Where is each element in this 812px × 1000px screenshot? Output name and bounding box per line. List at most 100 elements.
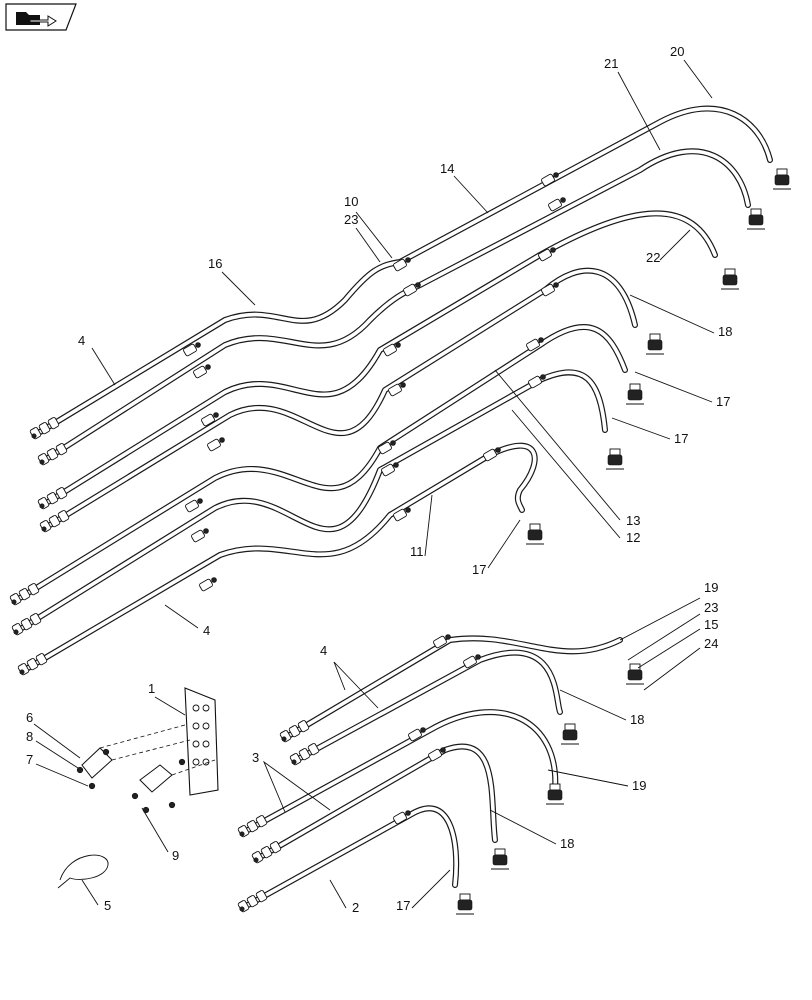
coupler-nut [724, 268, 736, 276]
hose-4-core [48, 268, 637, 527]
nav-icon-box[interactable] [5, 3, 77, 31]
hose-3-core [46, 211, 717, 504]
coupler-nut [776, 168, 788, 176]
coupler-ring [20, 618, 33, 631]
callout-18b: 18 [630, 712, 644, 727]
callout-17b: 17 [674, 431, 688, 446]
inline-connector-6 [191, 528, 209, 543]
coupler-nut [291, 759, 297, 765]
callout-4a: 4 [78, 333, 85, 348]
coupler-ring [48, 515, 61, 528]
hose-2-core [46, 149, 750, 460]
end-coupler-12 [237, 890, 268, 913]
connector-body [191, 529, 205, 543]
inline-connector-21 [483, 447, 501, 462]
leader-18b [559, 689, 627, 721]
connector-clamp [405, 507, 411, 513]
coupler-ring [246, 820, 259, 833]
connector-clamp [540, 374, 546, 380]
bracket-hole [192, 704, 200, 712]
inline-connector-3 [201, 412, 219, 427]
hose-12 [245, 805, 460, 908]
connector-body [388, 383, 402, 397]
leader-23a [355, 227, 381, 263]
coupler-ring [46, 492, 59, 505]
connector-clamp [400, 382, 406, 388]
inline-connector-4 [207, 437, 225, 452]
quick-coupler-6 [606, 448, 624, 470]
inline-connector-14 [393, 507, 411, 522]
callout-18c: 18 [560, 836, 574, 851]
bracket-hole [192, 740, 200, 748]
inline-connector-19 [526, 337, 544, 352]
connector-clamp [195, 342, 201, 348]
leader-18c [489, 809, 557, 845]
callout-17a: 17 [716, 394, 730, 409]
coupler-ring [46, 448, 59, 461]
inline-connector-22 [433, 634, 451, 649]
coupler-nut [459, 893, 471, 901]
coupler-body [748, 214, 764, 226]
quick-coupler-8 [626, 663, 644, 685]
hose-8-core [288, 636, 622, 737]
coupler-ring [307, 743, 320, 756]
callout-17c: 17 [472, 562, 486, 577]
quick-coupler-4 [646, 333, 664, 355]
coupler-nut [494, 848, 506, 856]
coupler-ring [55, 443, 68, 456]
connector-clamp [393, 462, 399, 468]
connector-clamp [197, 498, 203, 504]
bracket-hole [192, 722, 200, 730]
coupler-nut [253, 857, 259, 863]
coupler-ring [38, 422, 51, 435]
leader-6 [33, 723, 81, 759]
coupler-nut [609, 448, 621, 456]
bolt-1 [102, 748, 110, 756]
leader-20 [683, 59, 713, 99]
connector-body [541, 173, 555, 187]
hose-12-core [246, 806, 458, 907]
callout-14: 14 [440, 161, 454, 176]
callout-5: 5 [104, 898, 111, 913]
assembly-guide-lines [99, 724, 216, 776]
connector-body [199, 578, 213, 592]
callout-8: 8 [26, 729, 33, 744]
callout-11: 11 [410, 544, 424, 559]
coupler-body [492, 854, 508, 866]
hose-5-core [18, 325, 627, 600]
coupler-nut [281, 736, 287, 742]
coupler-ring [269, 841, 282, 854]
connector-body [201, 413, 215, 427]
leader-12 [511, 409, 621, 539]
callout-21: 21 [604, 56, 618, 71]
end-coupler-8 [279, 720, 310, 743]
coupler-nut [549, 783, 561, 791]
coupler-body [627, 389, 643, 401]
connector-body [383, 343, 397, 357]
connector-body [528, 375, 542, 389]
quick-coupler-5 [626, 383, 644, 405]
coupler-ring [18, 588, 31, 601]
bolt-3 [88, 782, 96, 790]
leader-18a [629, 294, 715, 334]
coupler-body [627, 669, 643, 681]
hose-9-core [298, 650, 562, 760]
leader-17c [487, 519, 521, 569]
connector-body [433, 635, 447, 649]
coupler-ring [55, 487, 68, 500]
leader-8 [35, 740, 79, 769]
end-coupler-4 [39, 510, 70, 533]
callout-19b: 19 [632, 778, 646, 793]
coupler-ring [298, 748, 311, 761]
coupler-nut [750, 208, 762, 216]
coupler-body [562, 729, 578, 741]
inline-connector-8 [393, 257, 411, 272]
leader-9 [141, 807, 169, 853]
callout-23a: 23 [344, 212, 358, 227]
coupler-nut [11, 599, 17, 605]
fittings [9, 168, 791, 915]
coupler-ring [297, 720, 310, 733]
hose-10-core [246, 710, 557, 832]
coupler-nut [39, 459, 45, 465]
